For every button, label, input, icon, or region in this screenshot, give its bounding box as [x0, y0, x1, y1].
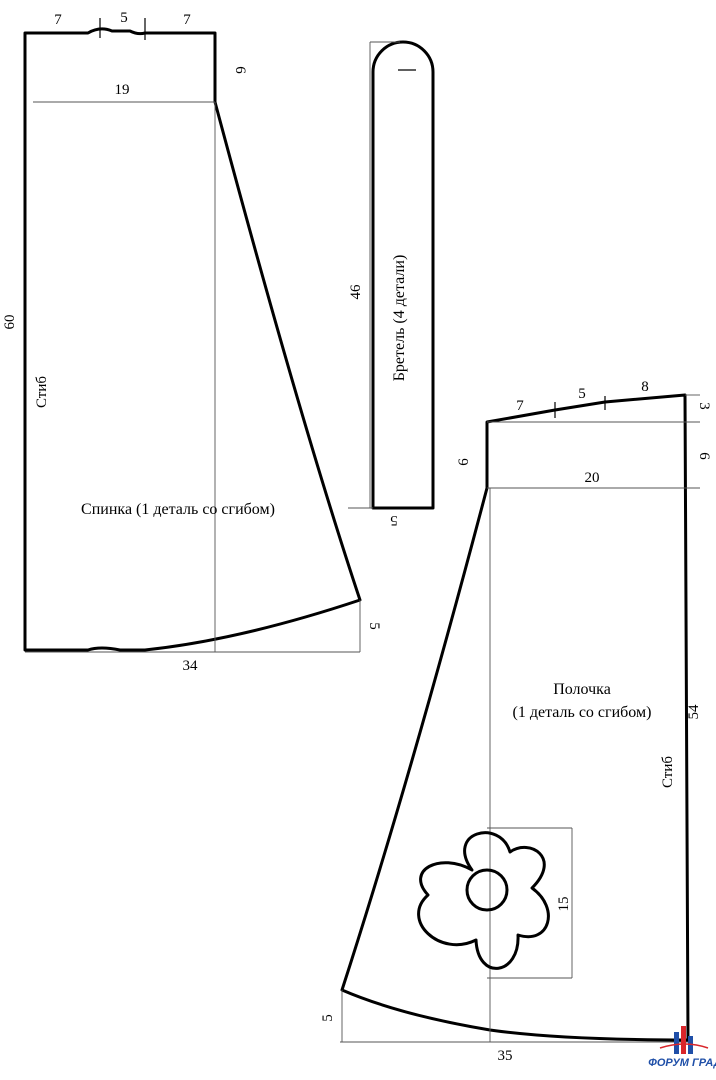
front-dim-top-mid: 5: [578, 386, 586, 402]
back-piece: 7 5 7 19 6 60 Стиб Спинка (1 деталь со с…: [2, 10, 382, 674]
front-dim-right-mid: 6: [696, 452, 712, 460]
logo-bar-2: [681, 1026, 686, 1054]
flower-center-icon: [465, 868, 509, 912]
strap-dim-length: 46: [348, 284, 364, 300]
logo-bar-1: [674, 1032, 679, 1054]
back-dim-top-left: 7: [54, 12, 62, 28]
front-dim-width: 20: [585, 470, 600, 486]
front-dim-top-right: 8: [641, 379, 649, 395]
front-dim-left-top: 6: [456, 458, 472, 466]
back-dim-width: 19: [115, 82, 130, 98]
back-dim-right-top: 6: [232, 66, 248, 74]
strap-dim-width: 5: [390, 512, 398, 528]
front-dim-flower: 15: [556, 897, 572, 912]
flower-outline-icon: [417, 831, 550, 970]
front-dim-right-top: 3: [696, 402, 712, 410]
flower-applique: [417, 831, 550, 970]
front-piece-outline: [340, 393, 690, 1042]
logo-text: ФОРУМ ГРАД: [648, 1057, 716, 1069]
front-dim-hem-rise: 5: [320, 1014, 336, 1022]
strap-title: Бретель (4 детали): [391, 255, 408, 382]
forum-grad-logo: ФОРУМ ГРАД: [648, 1026, 716, 1069]
back-dim-top-right: 7: [183, 12, 191, 28]
front-dim-top-left: 7: [516, 398, 524, 414]
front-dim-length: 54: [686, 704, 702, 720]
strap-piece: 46 Бретель (4 детали) 5: [348, 40, 435, 528]
back-fold-label: Стиб: [34, 376, 50, 408]
back-piece-outline: [23, 27, 362, 652]
back-dim-top-mid: 5: [120, 10, 128, 26]
back-piece-title: Спинка (1 деталь со сгибом): [81, 501, 275, 518]
back-dim-length: 60: [2, 315, 18, 330]
front-piece: 7 5 8 3 6 6 20 Полочка (1 деталь со сгиб…: [320, 379, 712, 1064]
front-fold-label: Стиб: [660, 756, 676, 788]
front-dim-hem-width: 35: [498, 1048, 513, 1064]
back-dim-hem-rise: 5: [366, 622, 382, 630]
logo-swoosh: [659, 1043, 709, 1049]
strap-outline: [371, 40, 435, 510]
front-piece-title: Полочка: [553, 681, 611, 698]
front-piece-subtitle: (1 деталь со сгибом): [513, 704, 652, 721]
back-dim-hem-width: 34: [183, 658, 199, 674]
